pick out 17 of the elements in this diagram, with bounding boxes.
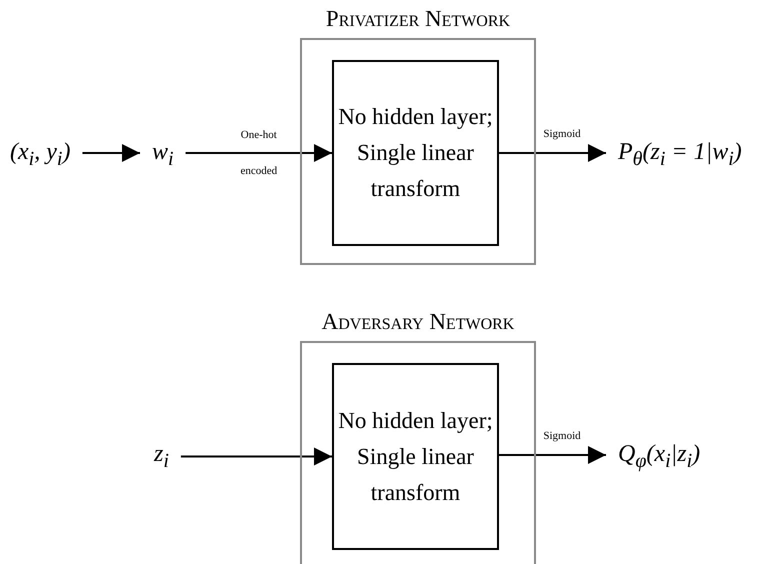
math-label: z$_{i}$ <box>154 439 169 476</box>
edge-label: Sigmoid <box>542 127 582 142</box>
arrow <box>180 448 332 466</box>
layer-box: No hidden layer; Single linear transform <box>332 363 499 550</box>
arrow <box>499 446 606 464</box>
math-label: Q$_{φ}$(x$_{i}$|z$_{i}$) <box>618 439 700 476</box>
math-label: (x$_{i}$, y$_{i}$) <box>10 137 70 174</box>
math-label: P$_{θ}$(z$_{i}$ = 1|w$_{i}$) <box>618 137 742 174</box>
network-title: Privatizer Network <box>324 6 512 32</box>
layer-box: No hidden layer; Single linear transform <box>332 60 499 246</box>
arrow <box>186 144 332 162</box>
edge-label: Sigmoid <box>542 429 582 444</box>
arrow <box>82 144 140 162</box>
edge-label: One-hot encoded <box>239 128 278 179</box>
network-title: Adversary Network <box>320 309 516 335</box>
arrow <box>499 144 606 162</box>
math-label: w$_{i}$ <box>152 137 174 174</box>
